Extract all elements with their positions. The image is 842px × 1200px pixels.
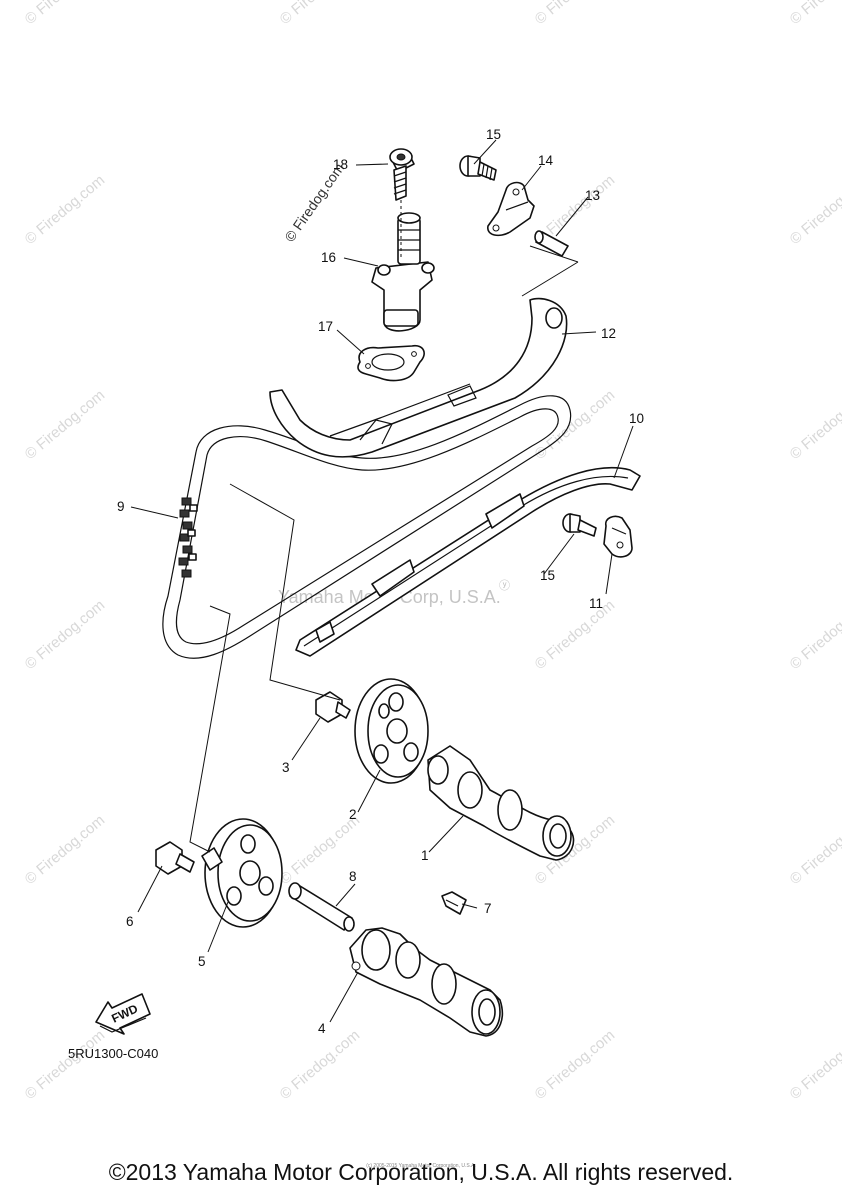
watermark: © Firedog.com (277, 1027, 363, 1103)
camshaft-clip (441, 891, 467, 915)
center-trademark-symbol: ⓨ (499, 579, 510, 592)
sprocket-bolt (315, 691, 351, 723)
callout-9: 9 (117, 499, 125, 514)
timing-chain (162, 395, 572, 659)
tensioner-guide (269, 297, 568, 458)
callout-leaders (130, 139, 634, 1023)
watermark: © Firedog.com (22, 0, 108, 28)
watermark: © Firedog.com (787, 1027, 842, 1103)
watermark: © Firedog.com (787, 387, 842, 463)
callout-6: 6 (126, 914, 134, 929)
chain-guide (295, 466, 641, 657)
watermark: © Firedog.com (277, 0, 363, 28)
tensioner-bolt (389, 148, 415, 260)
guide-pin (534, 230, 569, 257)
assembly-guide-lines (189, 245, 579, 853)
callout-3: 3 (282, 760, 290, 775)
intake-camshaft (427, 745, 575, 861)
callout-15-lower: 15 (540, 568, 555, 583)
callout-18: 18 (333, 157, 348, 172)
guide-stopper (603, 515, 633, 558)
sprocket-bolt (155, 841, 195, 875)
watermark: © Firedog.com (787, 812, 842, 888)
watermark: © Firedog.com (22, 172, 108, 248)
exhaust-camshaft (349, 927, 504, 1037)
watermark: © Firedog.com (22, 812, 108, 888)
callout-17: 17 (318, 319, 333, 334)
callout-labels: 1 2 3 4 5 6 7 8 9 10 11 12 13 14 15 15 1… (117, 127, 644, 1036)
watermark: © Firedog.com (22, 1027, 108, 1103)
stopper-plate (487, 181, 535, 237)
callout-13: 13 (585, 188, 600, 203)
chain-links (178, 497, 198, 578)
watermark: © Firedog.com (787, 597, 842, 673)
watermark: © Firedog.com (532, 1027, 618, 1103)
callout-12: 12 (601, 326, 616, 341)
watermark-layer: © Firedog.com © Firedog.com © Firedog.co… (22, 0, 842, 1103)
callout-8: 8 (349, 869, 357, 884)
watermark: © Firedog.com (532, 387, 618, 463)
callout-7: 7 (484, 901, 492, 916)
copyright-footer: ©2013 Yamaha Motor Corporation, U.S.A. A… (108, 1159, 734, 1185)
callout-10: 10 (629, 411, 644, 426)
callout-1: 1 (421, 848, 429, 863)
watermark: © Firedog.com (532, 597, 618, 673)
tensioner-gasket (357, 344, 425, 382)
fwd-arrow-icon: FWD (95, 993, 151, 1035)
watermark: © Firedog.com (532, 0, 618, 28)
tensioner-assembly (371, 212, 435, 332)
callout-4: 4 (318, 1021, 326, 1036)
diagram-code: 5RU1300-C040 (68, 1046, 158, 1061)
callout-14: 14 (538, 153, 554, 168)
watermark: © Firedog.com (787, 0, 842, 28)
camshaft-pin (288, 882, 355, 932)
watermark: © Firedog.com (787, 172, 842, 248)
watermark: © Firedog.com (22, 387, 108, 463)
tiny-notice: (c) 2005-2015 Yamaha Motor Corporation, … (366, 1163, 476, 1169)
exhaust-cam-sprocket (201, 818, 283, 928)
callout-15-top: 15 (486, 127, 501, 142)
watermark: © Firedog.com (22, 597, 108, 673)
guide-bolt-lower (562, 513, 597, 537)
callout-2: 2 (349, 807, 357, 822)
watermark-dark: © Firedog.com (281, 160, 347, 245)
callout-16: 16 (321, 250, 336, 265)
callout-11: 11 (589, 596, 603, 611)
intake-cam-sprocket (354, 678, 429, 784)
callout-5: 5 (198, 954, 206, 969)
